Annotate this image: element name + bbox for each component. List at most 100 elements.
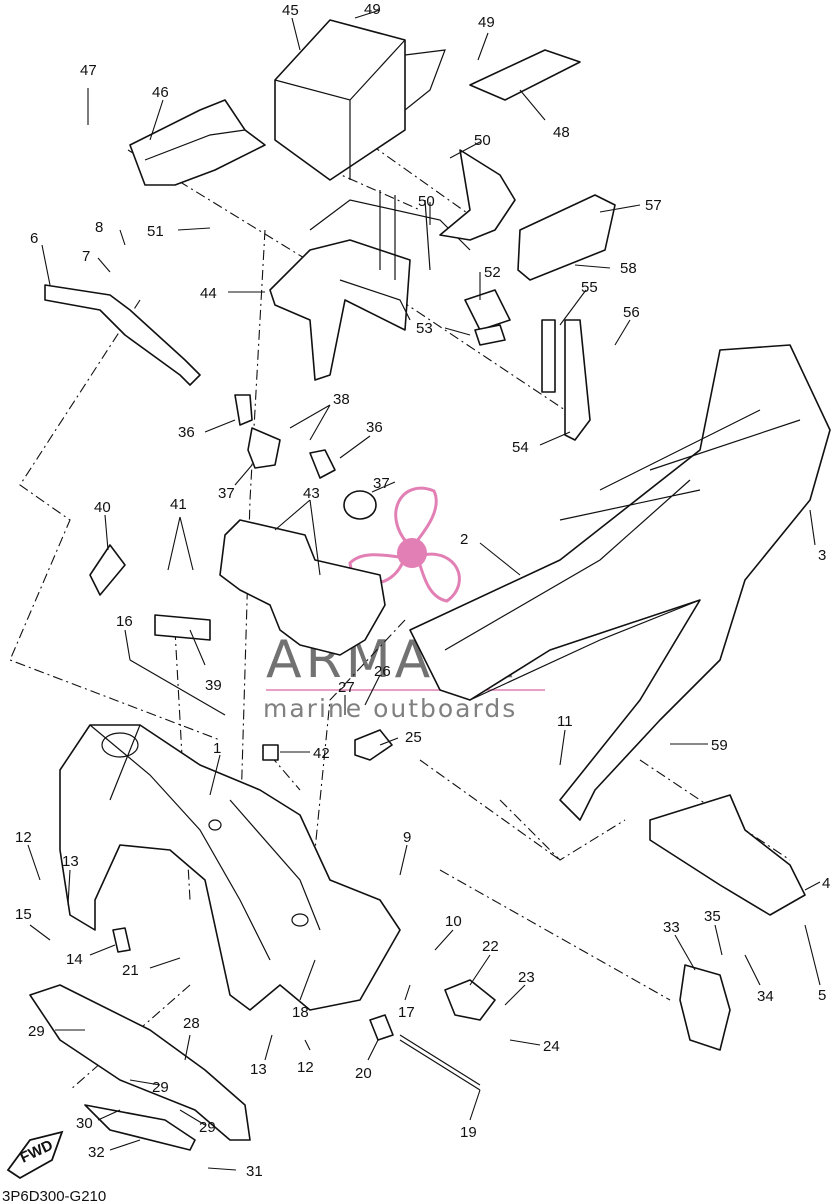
callout-57: 57 bbox=[645, 197, 662, 214]
callout-10: 10 bbox=[445, 913, 462, 930]
collar bbox=[369, 1014, 394, 1041]
callout-30: 30 bbox=[76, 1115, 93, 1132]
under-cover bbox=[29, 984, 251, 1151]
callout-7: 7 bbox=[82, 248, 90, 265]
callout-29: 29 bbox=[28, 1023, 45, 1040]
callout-13-lower: 13 bbox=[250, 1061, 267, 1078]
callout-34: 34 bbox=[757, 988, 774, 1005]
rear-frame bbox=[409, 344, 831, 821]
callout-23: 23 bbox=[518, 969, 535, 986]
callout-24: 24 bbox=[543, 1038, 560, 1055]
strap-plate bbox=[44, 284, 201, 386]
heel-guard bbox=[679, 964, 731, 1051]
armada-watermark: ARMADA marine outboards bbox=[263, 486, 545, 723]
callout-25: 25 bbox=[405, 729, 422, 746]
callout-26: 26 bbox=[374, 663, 391, 680]
stay-rod bbox=[564, 319, 591, 441]
callout-27: 27 bbox=[338, 679, 355, 696]
pivot-shaft bbox=[399, 1034, 481, 1091]
leader-lines bbox=[27, 9, 821, 1171]
stay-plate bbox=[541, 319, 556, 393]
rubber-mount-b bbox=[309, 449, 336, 479]
callout-19: 19 bbox=[460, 1124, 477, 1141]
rear-cover bbox=[129, 99, 266, 186]
callout-46: 46 bbox=[152, 84, 169, 101]
callout-51: 51 bbox=[147, 223, 164, 240]
fwd-arrow-icon: FWD bbox=[6, 1130, 64, 1180]
callout-12: 12 bbox=[15, 829, 32, 846]
callout-17: 17 bbox=[398, 1004, 415, 1021]
callout-48: 48 bbox=[553, 124, 570, 141]
callout-36: 36 bbox=[178, 424, 195, 441]
callout-42: 42 bbox=[313, 745, 330, 762]
callout-38: 38 bbox=[333, 391, 350, 408]
main-frame bbox=[59, 724, 401, 1011]
damper-b bbox=[343, 490, 377, 520]
callout-18: 18 bbox=[292, 1004, 309, 1021]
watermark-tagline: marine outboards bbox=[263, 694, 517, 723]
callout-22: 22 bbox=[482, 938, 499, 955]
callout-45: 45 bbox=[282, 2, 299, 19]
callout-37-b: 37 bbox=[373, 475, 390, 492]
callout-15: 15 bbox=[15, 906, 32, 923]
callout-20: 20 bbox=[355, 1065, 372, 1082]
callout-59: 59 bbox=[711, 737, 728, 754]
callout-2: 2 bbox=[460, 531, 468, 548]
clamp bbox=[154, 614, 211, 641]
callout-6: 6 bbox=[30, 230, 38, 247]
callout-40: 40 bbox=[94, 499, 111, 516]
callout-54: 54 bbox=[512, 439, 529, 456]
bracket-assembly bbox=[269, 190, 471, 381]
battery-pad bbox=[469, 49, 581, 101]
callout-4: 4 bbox=[822, 875, 830, 892]
callout-43: 43 bbox=[303, 485, 320, 502]
mount-block bbox=[354, 729, 393, 761]
footrest-bracket bbox=[649, 794, 806, 916]
callout-35: 35 bbox=[704, 908, 721, 925]
gasket-sheet bbox=[219, 519, 386, 656]
propeller-logo-icon bbox=[348, 486, 461, 603]
collar-left bbox=[112, 927, 131, 953]
long-bolt bbox=[129, 659, 226, 716]
callout-36-b: 36 bbox=[366, 419, 383, 436]
callout-52: 52 bbox=[484, 264, 501, 281]
callout-21: 21 bbox=[122, 962, 139, 979]
callout-55: 55 bbox=[581, 279, 598, 296]
callout-37: 37 bbox=[218, 485, 235, 502]
battery-box bbox=[274, 19, 446, 181]
callout-47: 47 bbox=[80, 62, 97, 79]
callout-32: 32 bbox=[88, 1144, 105, 1161]
callout-8: 8 bbox=[95, 219, 103, 236]
callout-49-b: 49 bbox=[478, 14, 495, 31]
callout-29-c: 29 bbox=[199, 1119, 216, 1136]
diagram-code: 3P6D300-G210 bbox=[2, 1188, 106, 1204]
callout-13: 13 bbox=[62, 853, 79, 870]
callout-58: 58 bbox=[620, 260, 637, 277]
wire-bracket bbox=[439, 149, 516, 241]
callout-1: 1 bbox=[213, 740, 221, 757]
callout-16: 16 bbox=[116, 613, 133, 630]
rubber-mount-a bbox=[234, 394, 253, 426]
side-plate bbox=[517, 194, 616, 281]
callout-labels: 1 2 3 4 5 6 7 8 9 10 11 12 12 13 13 14 1… bbox=[15, 1, 830, 1180]
grommet bbox=[262, 744, 279, 761]
callout-11: 11 bbox=[557, 713, 573, 730]
callout-5: 5 bbox=[818, 987, 826, 1004]
callout-50-b: 50 bbox=[418, 193, 435, 210]
callout-3: 3 bbox=[818, 547, 826, 564]
callout-29-b: 29 bbox=[152, 1079, 169, 1096]
callout-41: 41 bbox=[170, 496, 187, 513]
chain-plate bbox=[444, 979, 496, 1021]
callout-12-lower: 12 bbox=[297, 1059, 314, 1076]
callout-49: 49 bbox=[364, 1, 381, 18]
callout-28: 28 bbox=[183, 1015, 200, 1032]
callout-31: 31 bbox=[246, 1163, 263, 1180]
callout-44: 44 bbox=[200, 285, 217, 302]
clip-b bbox=[474, 324, 506, 346]
small-bracket bbox=[89, 544, 126, 596]
callout-50: 50 bbox=[474, 132, 491, 149]
callout-9: 9 bbox=[403, 829, 411, 846]
parts: FWD bbox=[6, 19, 831, 1180]
callout-39: 39 bbox=[205, 677, 222, 694]
